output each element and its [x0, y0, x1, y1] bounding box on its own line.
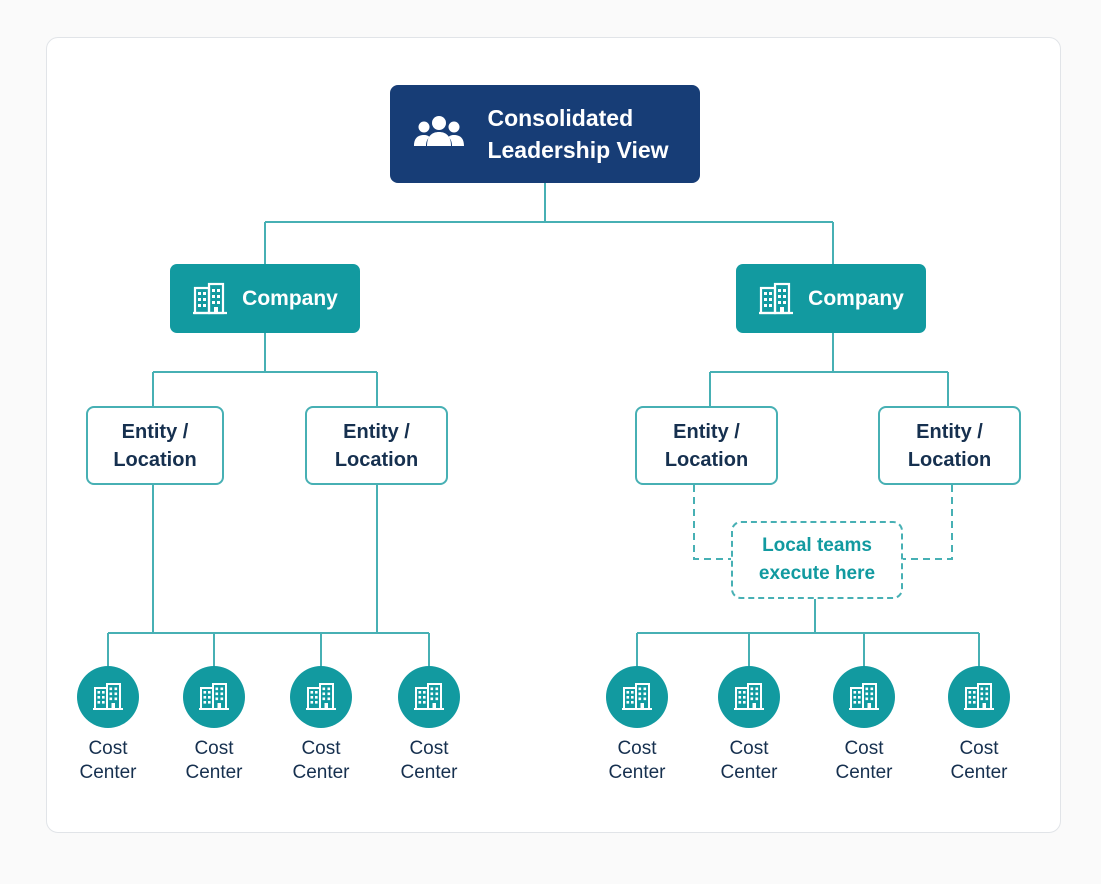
office-building-icon: [198, 682, 230, 712]
cost-center-line1: Cost: [409, 738, 449, 759]
office-building-icon: [963, 682, 995, 712]
cost-center-line1: Cost: [88, 738, 128, 759]
office-building-icon: [848, 682, 880, 712]
cost-center-line1: Cost: [617, 738, 657, 759]
company-node-right: Company: [736, 264, 926, 333]
building-icon: [192, 282, 228, 316]
cost-center-line1: Cost: [844, 738, 884, 759]
office-building-icon: [621, 682, 653, 712]
cost-center-circle: [398, 666, 460, 728]
entity-line2: Location: [664, 448, 749, 471]
cost-center-line1: Cost: [194, 738, 234, 759]
entity-line1: Entity /: [343, 420, 410, 443]
company-label: Company: [242, 286, 338, 310]
office-building-icon: [413, 682, 445, 712]
cost-center-line2: Center: [835, 762, 893, 783]
cost-center-line2: Center: [79, 762, 137, 783]
note-line1: Local teams: [762, 535, 872, 556]
cost-center-line2: Center: [608, 762, 666, 783]
company-node-left: Company: [170, 264, 360, 333]
entity-location-node: Entity / Location: [305, 406, 448, 485]
cost-center-circle: [77, 666, 139, 728]
entity-line1: Entity /: [673, 420, 740, 443]
cost-center-circle: [833, 666, 895, 728]
note-line2: execute here: [758, 563, 876, 584]
entity-line1: Entity /: [121, 420, 189, 443]
cost-center-circle: [718, 666, 780, 728]
root-title-line2: Leadership View: [487, 137, 669, 163]
office-building-icon: [92, 682, 124, 712]
leadership-view-node: Consolidated Leadership View: [390, 85, 700, 183]
entity-line2: Location: [334, 448, 419, 471]
cost-center-circle: [290, 666, 352, 728]
cost-center-circle: [183, 666, 245, 728]
entity-line2: Location: [113, 448, 197, 471]
cost-center-line2: Center: [400, 762, 458, 783]
local-teams-note: Local teams execute here: [731, 521, 903, 599]
cost-center-circle: [948, 666, 1010, 728]
cost-center-line2: Center: [950, 762, 1008, 783]
cost-center-line2: Center: [720, 762, 778, 783]
cost-center-line1: Cost: [959, 738, 999, 759]
cost-center-line1: Cost: [301, 738, 341, 759]
team-icon: [413, 114, 465, 154]
office-building-icon: [733, 682, 765, 712]
entity-line1: Entity /: [916, 420, 983, 443]
entity-line2: Location: [907, 448, 992, 471]
cost-center-line2: Center: [185, 762, 243, 783]
entity-location-node: Entity / Location: [86, 406, 224, 485]
office-building-icon: [305, 682, 337, 712]
company-label: Company: [808, 286, 904, 310]
cost-center-line1: Cost: [729, 738, 769, 759]
entity-location-node: Entity / Location: [878, 406, 1021, 485]
cost-center-line2: Center: [292, 762, 350, 783]
cost-center-circle: [606, 666, 668, 728]
entity-location-node: Entity / Location: [635, 406, 778, 485]
building-icon: [758, 282, 794, 316]
root-title-line1: Consolidated: [487, 105, 634, 131]
